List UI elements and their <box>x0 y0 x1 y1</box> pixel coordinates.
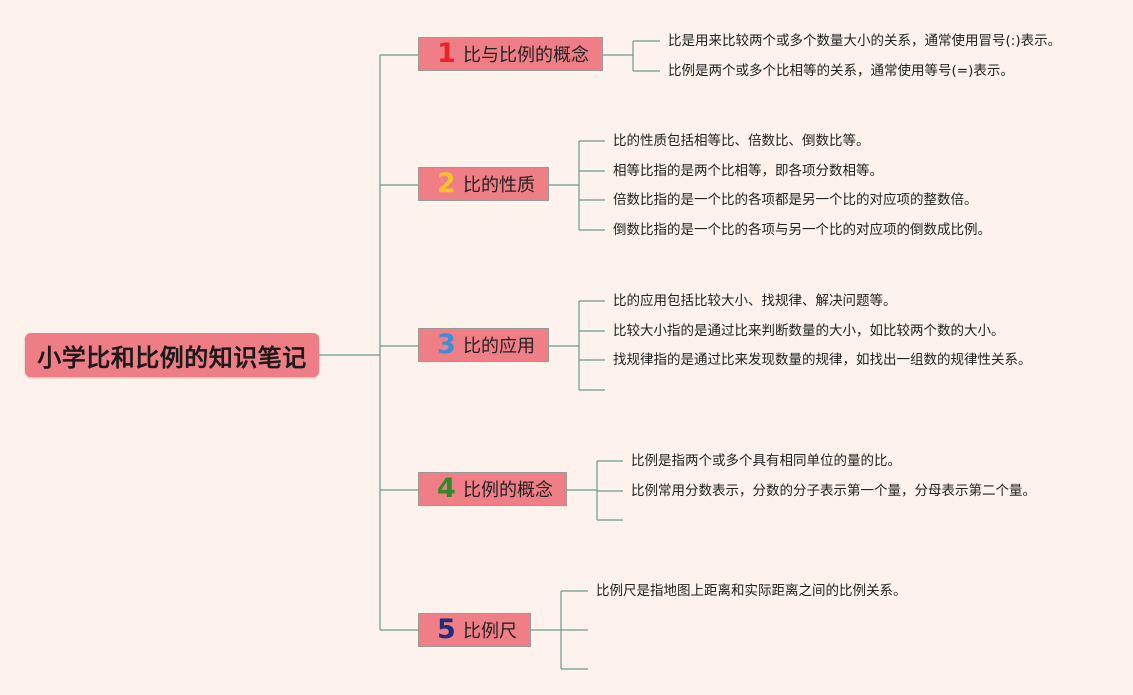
branch-1-ratio-proportion-concept[interactable]: 1 比与比例的概念 <box>418 37 603 71</box>
branch-4-item-1: 比例是指两个或多个具有相同单位的量的比。 <box>631 453 901 469</box>
number-2-icon: 2 <box>437 168 456 199</box>
number-3-icon: 3 <box>437 329 456 360</box>
number-4-icon: 4 <box>437 473 456 504</box>
branch-1-item-1: 比是用来比较两个或多个数量大小的关系，通常使用冒号(:)表示。 <box>668 33 1062 49</box>
branch-2-item-2: 相等比指的是两个比相等，即各项分数相等。 <box>613 163 883 179</box>
branch-2-item-4: 倒数比指的是一个比的各项与另一个比的对应项的倒数成比例。 <box>613 222 991 238</box>
branch-label: 比与比例的概念 <box>463 45 589 66</box>
branch-label: 比的性质 <box>463 175 535 196</box>
branch-4-item-2: 比例常用分数表示，分数的分子表示第一个量，分母表示第二个量。 <box>631 483 1036 499</box>
branch-3-item-3: 找规律指的是通过比来发现数量的规律，如找出一组数的规律性关系。 <box>613 352 1032 368</box>
branch-3-ratio-applications[interactable]: 3 比的应用 <box>418 328 549 362</box>
branch-5-item-1: 比例尺是指地图上距离和实际距离之间的比例关系。 <box>596 583 907 599</box>
branch-3-item-2: 比较大小指的是通过比来判断数量的大小，如比较两个数的大小。 <box>613 323 1005 339</box>
branch-1-item-2: 比例是两个或多个比相等的关系，通常使用等号(=)表示。 <box>668 63 1014 79</box>
branch-label: 比例尺 <box>463 621 517 642</box>
branch-3-item-1: 比的应用包括比较大小、找规律、解决问题等。 <box>613 293 897 309</box>
branch-4-proportion-concept[interactable]: 4 比例的概念 <box>418 472 567 506</box>
mind-map-root-title: 小学比和比例的知识笔记 <box>25 333 319 377</box>
number-1-icon: 1 <box>437 38 456 69</box>
branch-2-item-3: 倍数比指的是一个比的各项都是另一个比的对应项的整数倍。 <box>613 192 978 208</box>
branch-2-item-1: 比的性质包括相等比、倍数比、倒数比等。 <box>613 133 870 149</box>
branch-label: 比的应用 <box>463 336 535 357</box>
number-5-icon: 5 <box>437 614 456 645</box>
branch-5-scale[interactable]: 5 比例尺 <box>418 613 531 647</box>
branch-2-ratio-properties[interactable]: 2 比的性质 <box>418 167 549 201</box>
branch-label: 比例的概念 <box>463 480 553 501</box>
